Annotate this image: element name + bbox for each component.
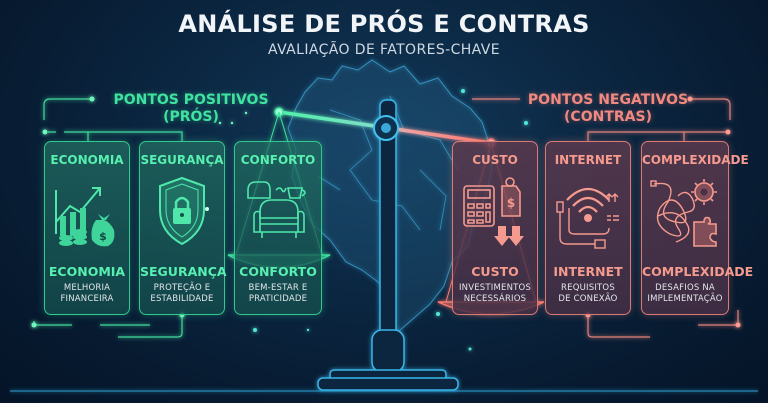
shield-lock-icon [159, 176, 209, 246]
armchair-coffee-icon [247, 181, 306, 238]
cons-card-custo: CUSTO $ CUSTO INVESTIMENTOS NECESSÁRIOS [452, 141, 538, 315]
tangled-gear-puzzle-icon [650, 179, 717, 247]
card-label: CUSTO [471, 264, 519, 279]
card-label: COMPLEXIDADE [642, 264, 754, 279]
card-description: REQUISITOS DE CONEXÃO [558, 283, 618, 304]
growth-chart-money-icon: $ [55, 187, 115, 247]
page-title: ANÁLISE DE PRÓS E CONTRAS [178, 10, 590, 38]
wifi-cables-icon [556, 187, 619, 249]
card-title: SEGURANÇA [140, 153, 224, 167]
pros-card-seguranca: SEGURANÇA SEGURANÇA PROTEÇÃO E ESTABILID… [139, 141, 227, 315]
card-label: SEGURANÇA [140, 264, 227, 279]
pros-card-economia: ECONOMIA $ ECONOMIA MELHORIA FINANCEIRA [44, 141, 130, 315]
pros-heading-subtitle: (PRÓS) [163, 109, 219, 125]
cons-heading-title: PONTOS NEGATIVOS [527, 92, 689, 108]
page-subtitle: AVALIAÇÃO DE FATORES-CHAVE [267, 42, 500, 58]
cons-card-complexidade: COMPLEXIDADE COMPLEXIDADE DESAFIOS NA IM… [641, 141, 754, 315]
card-title: CONFORTO [240, 153, 316, 167]
card-title: ECONOMIA [50, 153, 124, 167]
svg-text:$: $ [507, 196, 515, 210]
card-description: PROTEÇÃO E ESTABILIDADE [150, 283, 214, 304]
svg-text:$: $ [99, 230, 107, 243]
cons-heading: PONTOS NEGATIVOS (CONTRAS) [518, 92, 698, 126]
card-description: DESAFIOS NA IMPLEMENTAÇÃO [647, 283, 723, 304]
card-description: MELHORIA FINANCEIRA [60, 283, 114, 304]
pros-heading: PONTOS POSITIVOS (PRÓS) [96, 92, 286, 126]
card-description: BEM-ESTAR E PRATICIDADE [248, 283, 308, 304]
card-label: INTERNET [553, 264, 623, 279]
pros-heading-title: PONTOS POSITIVOS [113, 92, 269, 108]
card-title: CUSTO [472, 153, 518, 167]
card-title: INTERNET [554, 153, 622, 167]
pros-connectors [33, 98, 183, 338]
cons-card-internet: INTERNET INTERNET REQUISITOS DE CONEXÃO [545, 141, 631, 315]
card-description: INVESTIMENTOS NECESSÁRIOS [458, 283, 532, 304]
cons-heading-subtitle: (CONTRAS) [564, 109, 652, 125]
card-label: ECONOMIA [48, 264, 126, 279]
calculator-price-tag-icon: $ [463, 177, 524, 246]
card-label: CONFORTO [239, 264, 317, 279]
card-title: COMPLEXIDADE [642, 153, 749, 167]
pros-card-conforto: CONFORTO CONFORTO BEM-ESTAR E PRATICIDAD… [234, 141, 322, 315]
